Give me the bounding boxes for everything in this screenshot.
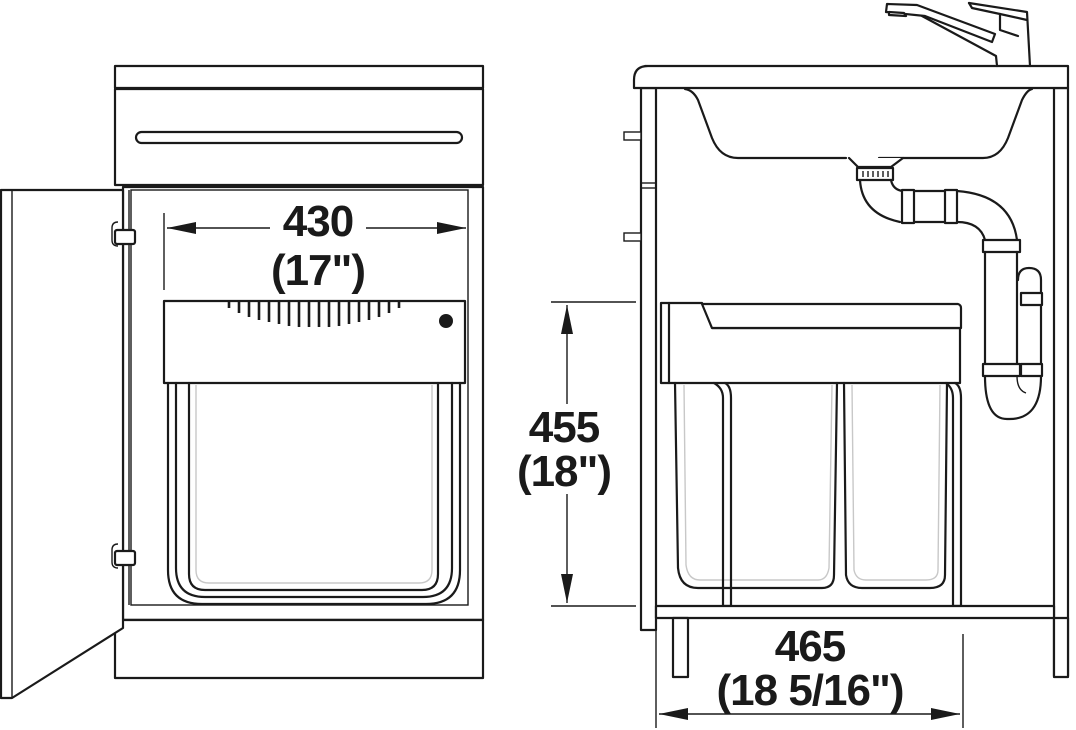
- dimension-height-mm: 455: [529, 403, 600, 452]
- cabinet-back-panel: [1052, 86, 1070, 678]
- dimension-height: 455 (18"): [517, 301, 636, 607]
- front-view: 430 (17"): [0, 64, 485, 700]
- dimension-width: 430 (17"): [163, 197, 466, 295]
- drawer-handle: [134, 130, 464, 145]
- dimension-width-inch: (17"): [271, 246, 365, 295]
- door-hinge-bottom: [111, 543, 137, 569]
- bin-lid-frame: [162, 299, 467, 385]
- faucet: [884, 1, 1032, 68]
- plinth: [113, 618, 485, 680]
- lid-knob: [439, 314, 453, 328]
- countertop-side: [632, 64, 1070, 90]
- bin-container: [166, 381, 462, 606]
- double-bin-frame: [659, 301, 963, 385]
- side-view: 465 (18 5/16"): [623, 1, 1070, 728]
- door-hinge-top: [111, 221, 137, 247]
- cabinet-bottom: [654, 604, 1056, 620]
- vent-slots: [227, 302, 401, 327]
- leg-front: [671, 616, 690, 679]
- cabinet-front-panel: [639, 86, 658, 632]
- dimension-depth: 465 (18 5/16"): [655, 622, 964, 728]
- knob-upper: [623, 131, 642, 141]
- knob-lower: [623, 232, 642, 242]
- cabinet-door: [0, 188, 125, 700]
- dimension-depth-mm: 465: [775, 622, 846, 671]
- countertop: [113, 64, 485, 90]
- sink-basin: [683, 87, 1034, 160]
- double-bin-container: [673, 381, 963, 608]
- siphon-drain: [847, 156, 1044, 421]
- leg-back: [1052, 616, 1070, 679]
- dimension-depth-inch: (18 5/16"): [717, 666, 904, 715]
- dimension-width-mm: 430: [283, 197, 353, 246]
- dimension-height-inch: (18"): [517, 447, 611, 496]
